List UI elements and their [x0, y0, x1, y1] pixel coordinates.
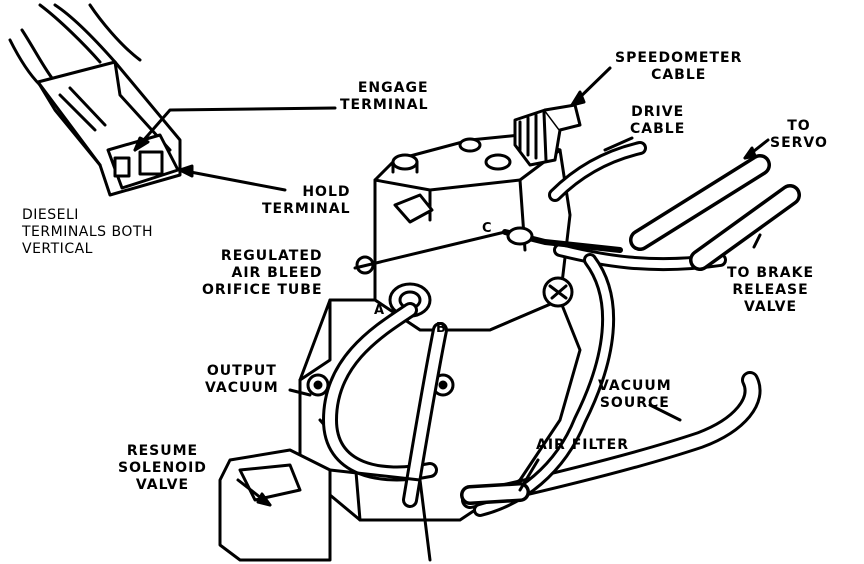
label-diesel-note: DIESELI TERMINALS BOTH VERTICAL — [22, 207, 153, 257]
label-to-servo: TO SERVO — [770, 118, 828, 151]
connector-plug — [8, 3, 182, 197]
label-vacuum-source: VACUUM SOURCE — [598, 378, 672, 411]
port-letter-a: A — [374, 303, 386, 318]
hoses — [322, 141, 801, 517]
label-air-filter: AIR FILTER — [536, 437, 629, 453]
label-hold-terminal: HOLD TERMINAL — [262, 184, 351, 217]
label-speedometer-cable: SPEEDOMETER CABLE — [615, 50, 743, 83]
label-resume-solenoid-valve: RESUME SOLENOID VALVE — [118, 443, 207, 493]
label-engage-terminal: ENGAGE TERMINAL — [340, 80, 429, 113]
port-letter-b: B — [436, 321, 447, 336]
label-to-brake-release: TO BRAKE RELEASE VALVE — [727, 265, 815, 315]
leader-lines — [133, 66, 770, 507]
label-drive-cable: DRIVE CABLE — [630, 104, 686, 137]
port-letter-c: C — [482, 221, 493, 236]
label-output-vacuum: OUTPUT VACUUM — [205, 363, 279, 396]
label-regulated-air-bleed: REGULATED AIR BLEED ORIFICE TUBE — [202, 248, 323, 298]
